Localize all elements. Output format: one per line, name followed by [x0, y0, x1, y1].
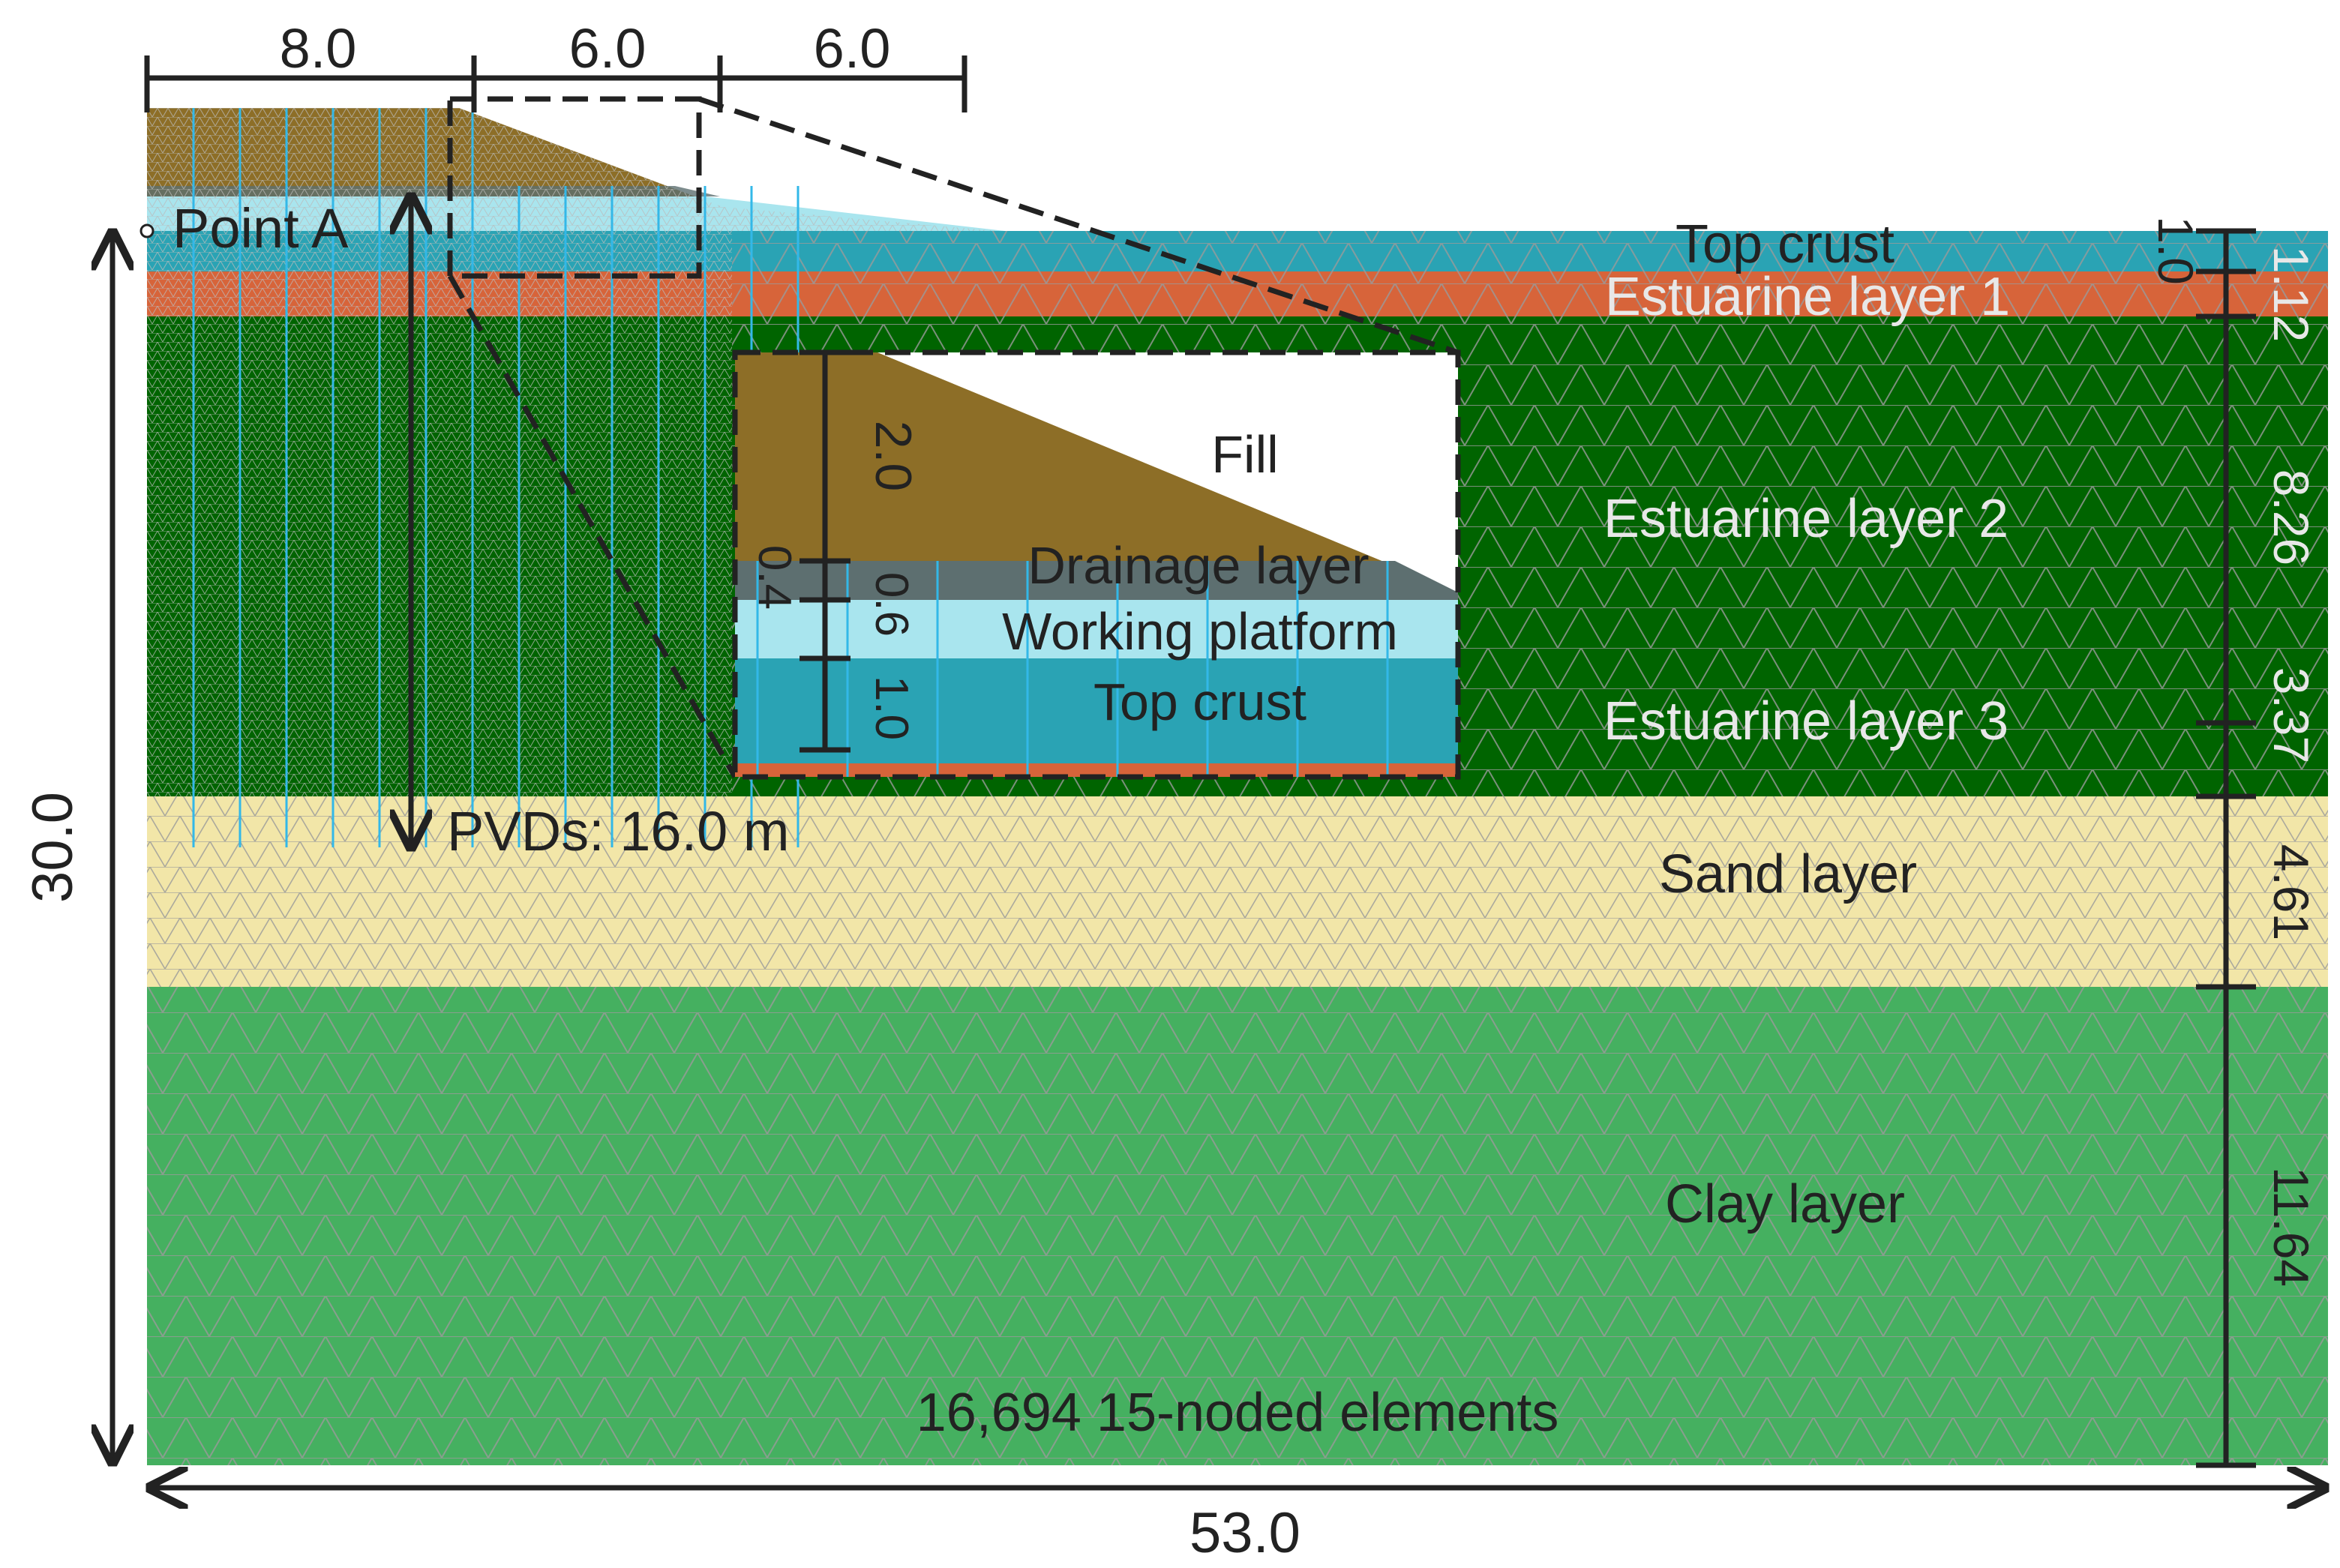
label-top-crust: Top crust — [1676, 214, 1894, 274]
element-count: 16,694 15-noded elements — [916, 1383, 1559, 1443]
inset-label-drainage: Drainage layer — [1028, 536, 1369, 595]
inset-detail: 2.0 0.4 0.6 1.0 Fill Drainage layer Work… — [732, 349, 1461, 780]
right-thickness-dimension — [2196, 228, 2256, 1468]
right-thickness-labels: 1.0 1.12 8.26 3.37 4.61 11.64 — [2148, 216, 2319, 1287]
top-dimension-1: 8.0 — [280, 17, 357, 79]
label-sand: Sand layer — [1659, 844, 1917, 904]
mesh-overlay — [147, 108, 2328, 1465]
label-estuarine-3: Estuarine layer 3 — [1604, 691, 2008, 751]
inset-drainage — [735, 561, 1458, 600]
top-dimension-line — [144, 55, 968, 112]
height-label: 30.0 — [21, 792, 85, 903]
label-clay: Clay layer — [1665, 1174, 1905, 1234]
inset-dimension — [800, 349, 850, 753]
top-dimension-2: 6.0 — [569, 17, 646, 79]
inset-platform-thickness: 0.6 — [866, 572, 917, 637]
label-estuarine-1: Estuarine layer 1 — [1605, 267, 2010, 327]
layer-labels: Top crust Estuarine layer 1 Estuarine la… — [916, 214, 2010, 1443]
inset-crust-thickness: 1.0 — [866, 676, 917, 740]
label-estuarine-2: Estuarine layer 2 — [1604, 489, 2008, 549]
pvd-length-label: PVDs: 16.0 m — [447, 800, 790, 862]
inset-drainage-thickness: 0.4 — [748, 545, 800, 610]
top-dimension-3: 6.0 — [814, 17, 891, 79]
inset-fill — [735, 352, 1458, 592]
point-a-label: Point A — [172, 197, 349, 259]
thickness-clay: 11.64 — [2264, 1167, 2319, 1287]
width-label: 53.0 — [1190, 1501, 1300, 1565]
inset-fill-thickness: 2.0 — [865, 421, 922, 492]
zoom-indicator — [447, 96, 1460, 778]
thickness-estuarine-3: 3.37 — [2264, 667, 2319, 763]
thickness-top-crust: 1.0 — [2148, 216, 2204, 285]
inset-label-working-platform: Working platform — [1002, 602, 1398, 661]
zoom-box — [447, 96, 702, 279]
inset-working-platform — [735, 600, 1458, 658]
inset-label-fill: Fill — [1211, 425, 1278, 484]
inset-pvd-lines — [756, 561, 1389, 777]
point-a-marker — [140, 223, 154, 238]
thickness-estuarine-2: 8.26 — [2264, 469, 2319, 565]
inset-border — [732, 349, 1461, 780]
thickness-sand: 4.61 — [2264, 844, 2319, 940]
zoom-connector-top — [698, 96, 1460, 355]
inset-estuarine-strip — [735, 763, 1458, 777]
thickness-estuarine-1: 1.12 — [2264, 246, 2319, 342]
inset-label-top-crust: Top crust — [1094, 673, 1306, 731]
zoom-connector-bottom — [447, 274, 738, 778]
inset-top-crust — [735, 658, 1458, 763]
